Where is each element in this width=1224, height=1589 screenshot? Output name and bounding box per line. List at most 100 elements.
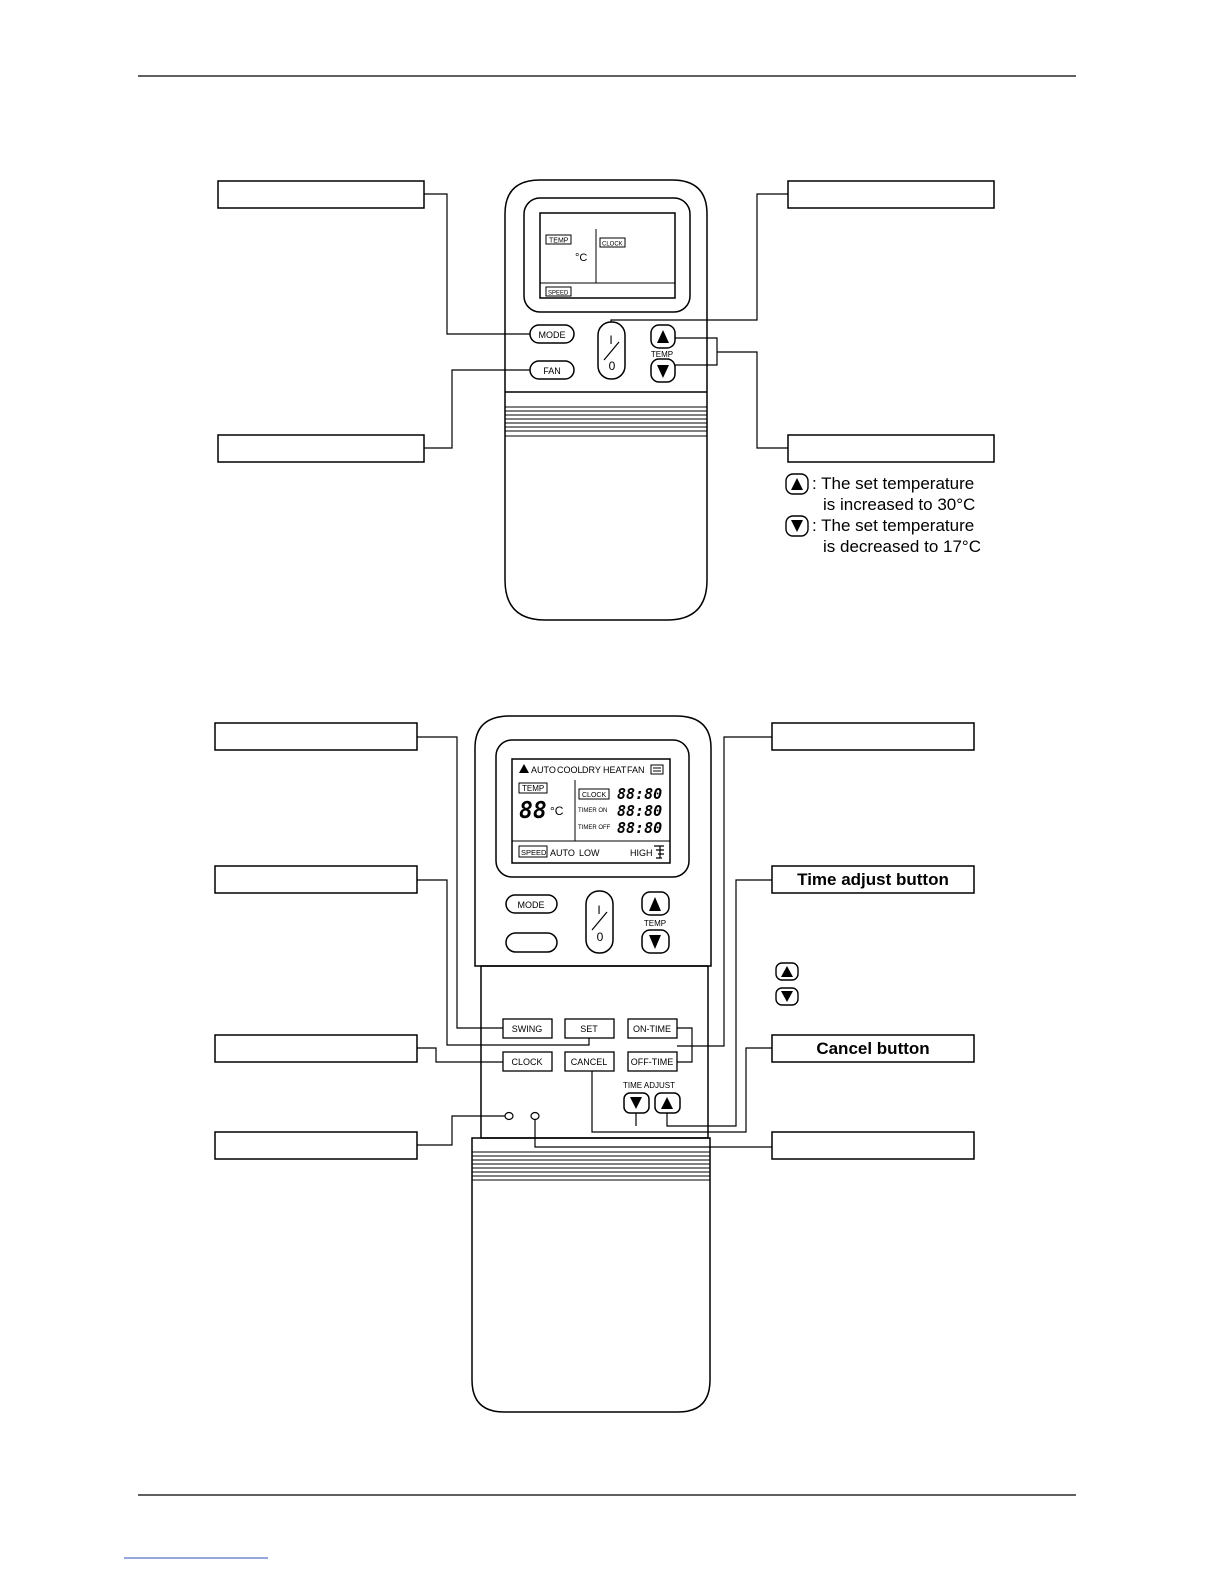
lcd-clock-badge: CLOCK <box>582 792 606 799</box>
lcd-speed-low: LOW <box>579 848 600 858</box>
svg-text:I: I <box>609 333 612 347</box>
mode-button-label: MODE <box>518 900 545 910</box>
note-down-line2: is decreased to 17°C <box>823 537 981 556</box>
remote-lower-body <box>471 1137 711 1413</box>
fan-button[interactable] <box>505 932 558 953</box>
temp-up-button[interactable] <box>641 891 670 916</box>
down-arrow-icon <box>657 365 669 378</box>
svg-text:CLOCK: CLOCK <box>511 1057 542 1067</box>
callout-led-box <box>214 1131 418 1160</box>
lcd-mode-cool: COOL <box>557 765 583 775</box>
fan-speed-icon <box>654 845 664 859</box>
temp-label: TEMP <box>644 919 666 928</box>
remote-upper-body <box>474 715 712 967</box>
indicator-led-1 <box>504 1111 514 1121</box>
leader-fan <box>424 369 530 449</box>
lcd-clock-badge: CLOCK <box>602 242 623 248</box>
leader-mode <box>417 736 503 1029</box>
svg-text:CANCEL: CANCEL <box>571 1057 608 1067</box>
lcd-timer-off-label: TIMER OFF <box>578 825 611 831</box>
leader-swing-set <box>417 879 590 1046</box>
leader-led <box>417 1115 505 1146</box>
leader-timers <box>677 1027 693 1063</box>
svg-text:SET: SET <box>580 1024 598 1034</box>
fan-button[interactable]: FAN <box>529 360 575 380</box>
leader-cancel <box>591 1047 772 1133</box>
lcd-timer-on-time: 88:80 <box>617 802 662 820</box>
mode-indicator-icon <box>519 764 529 773</box>
time-up-icon <box>775 962 799 981</box>
callout-fan-box <box>217 434 425 463</box>
callout-clock-box <box>214 1034 418 1063</box>
mode-button[interactable]: MODE <box>529 324 575 344</box>
lcd-mode-fan: FAN <box>627 765 645 775</box>
up-arrow-icon <box>661 1097 673 1109</box>
lcd-speed-badge: SPEED <box>548 291 569 297</box>
lcd-frame <box>495 739 690 878</box>
remote-body <box>504 179 708 621</box>
temp-up-button[interactable] <box>650 324 676 349</box>
temp-down-button[interactable] <box>650 358 676 383</box>
callout-cancel-text: Cancel button <box>816 1039 929 1058</box>
leader-mode <box>424 193 530 335</box>
leader-time-adjust <box>666 879 772 1127</box>
svg-text:ON-TIME: ON-TIME <box>633 1024 671 1034</box>
set-button[interactable]: SET <box>564 1018 615 1039</box>
lcd-mode-auto: AUTO <box>531 765 556 775</box>
fan-button-label: FAN <box>543 366 561 376</box>
off-time-button[interactable]: OFF-TIME <box>627 1051 678 1072</box>
note-down-line1: : The set temperature <box>812 516 974 535</box>
power-button[interactable]: I 0 <box>597 321 626 380</box>
swing-icon <box>650 764 664 775</box>
note-up-icon <box>785 473 809 495</box>
leader-temp <box>675 337 718 366</box>
clock-button[interactable]: CLOCK <box>502 1051 553 1072</box>
lcd-clock-time: 88:80 <box>617 785 662 803</box>
callout-lower-right-box <box>771 1131 975 1160</box>
leader-power <box>677 736 772 1047</box>
leader-led-right <box>534 1120 772 1148</box>
leader-clock <box>417 1047 503 1063</box>
lcd-speed-high: HIGH <box>630 848 653 858</box>
lcd-screen <box>539 212 676 299</box>
up-arrow-icon <box>657 330 669 343</box>
lcd-timer-off-time: 88:80 <box>617 819 662 837</box>
remote-basic <box>504 179 708 621</box>
note-up-line2: is increased to 30°C <box>823 495 975 514</box>
lcd-mode-heat: HEAT <box>603 765 627 775</box>
remote-full <box>471 715 712 1413</box>
up-arrow-icon <box>649 897 661 911</box>
lcd-unit: °C <box>575 252 587 264</box>
power-button[interactable]: I 0 <box>585 890 614 954</box>
svg-text:I: I <box>597 903 600 917</box>
lcd-unit: °C <box>550 804 564 818</box>
callout-swing-box <box>214 865 418 894</box>
cancel-button[interactable]: CANCEL <box>564 1051 615 1072</box>
time-adjust-up-button[interactable] <box>654 1092 681 1114</box>
svg-text:SWING: SWING <box>512 1024 543 1034</box>
mode-button[interactable]: MODE <box>505 894 558 914</box>
down-arrow-icon <box>649 935 661 949</box>
note-up-line1: : The set temperature <box>812 474 974 493</box>
svg-text:0: 0 <box>597 930 604 944</box>
temp-down-button[interactable] <box>641 929 670 954</box>
lcd-mode-dry: DRY <box>582 765 601 775</box>
time-adjust-label: TIME ADJUST <box>623 1081 675 1090</box>
on-time-button[interactable]: ON-TIME <box>627 1018 678 1039</box>
swing-button[interactable]: SWING <box>502 1018 553 1039</box>
indicator-led-2 <box>530 1111 540 1121</box>
lcd-speed-auto: AUTO <box>550 848 575 858</box>
svg-text:OFF-TIME: OFF-TIME <box>631 1057 674 1067</box>
svg-text:0: 0 <box>609 359 616 373</box>
callout-time-adjust-text: Time adjust button <box>797 870 949 889</box>
lcd-speed-badge: SPEED <box>521 848 547 857</box>
down-arrow-icon <box>630 1097 642 1109</box>
callout-mode-box <box>214 722 418 751</box>
leader-power <box>610 193 788 322</box>
time-adjust-down-button[interactable] <box>623 1092 650 1114</box>
callout-temp-box <box>787 434 995 463</box>
lcd-temp-value: 88 <box>519 798 547 824</box>
mode-button-label: MODE <box>539 330 566 340</box>
time-down-icon <box>775 987 799 1006</box>
